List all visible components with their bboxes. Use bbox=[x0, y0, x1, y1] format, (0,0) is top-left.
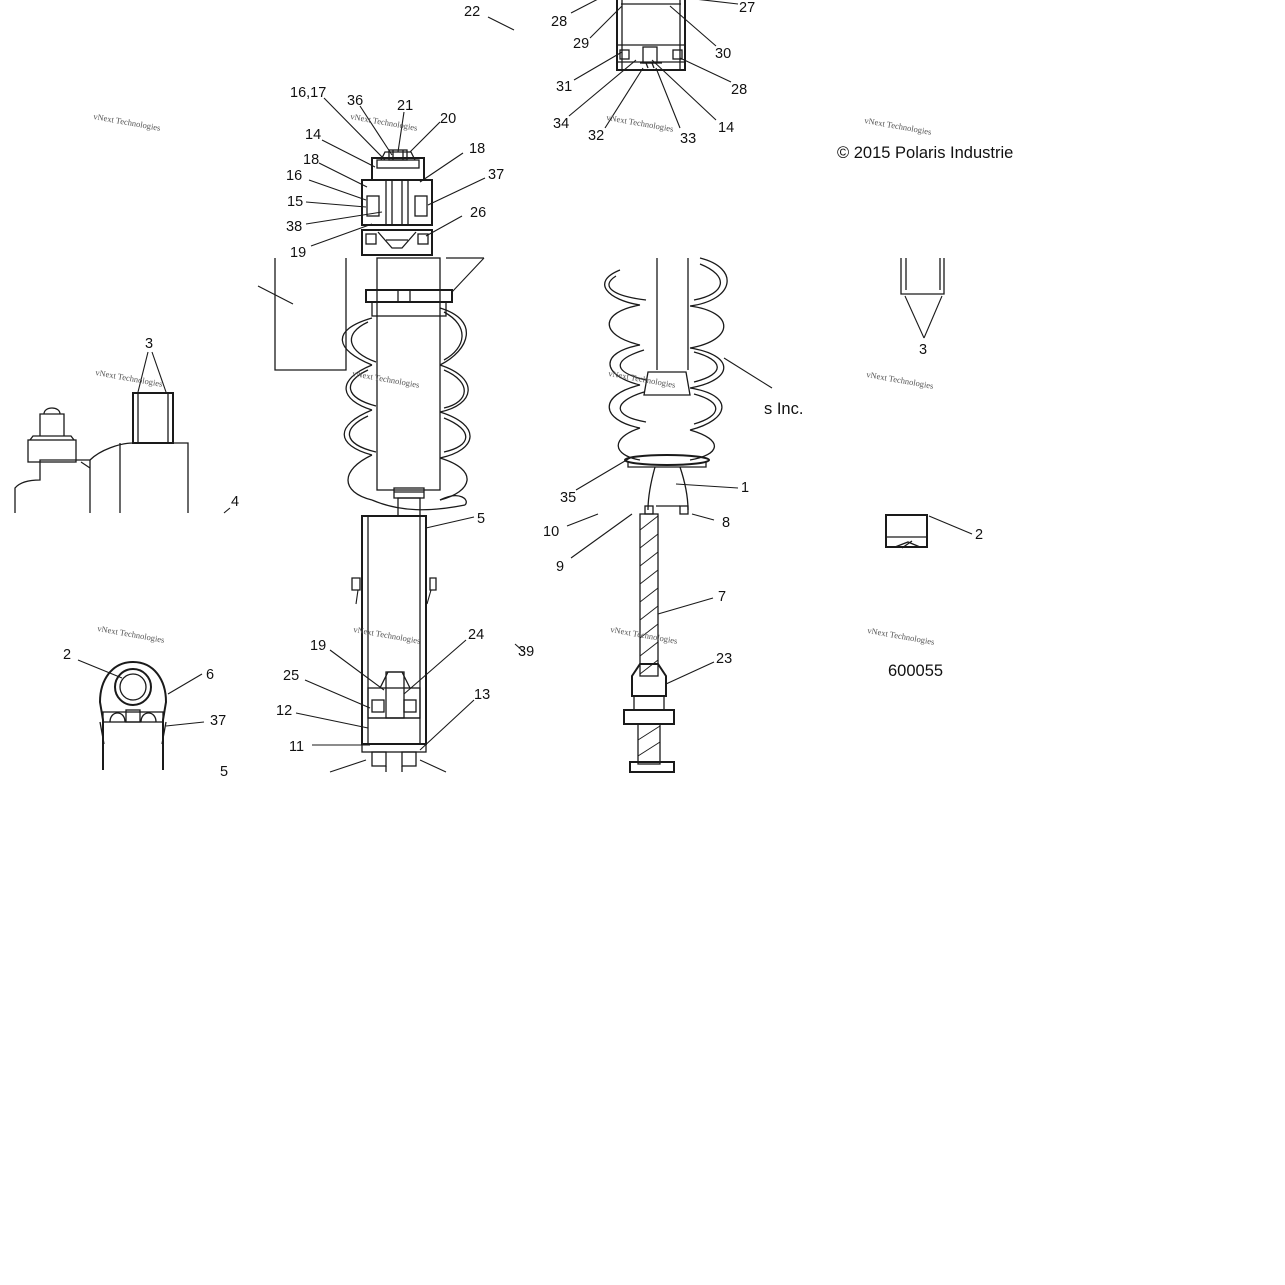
shock-mount-outline bbox=[257, 258, 347, 371]
callout-32: 32 bbox=[588, 128, 604, 144]
lower-eye-mount bbox=[98, 660, 168, 770]
callout-16: 16 bbox=[286, 168, 302, 184]
callout-24: 24 bbox=[468, 627, 484, 643]
leader-lines bbox=[77, 0, 973, 751]
callout-3: 3 bbox=[145, 336, 153, 352]
callout-14: 14 bbox=[305, 127, 321, 143]
left-shock-reservoir bbox=[14, 392, 231, 514]
watermark-text: vNext Technologies bbox=[350, 111, 419, 133]
watermark-text: vNext Technologies bbox=[606, 112, 675, 134]
callout-39: 39 bbox=[518, 644, 534, 660]
callout-10: 10 bbox=[543, 524, 559, 540]
rod-spring-exploded bbox=[604, 257, 728, 773]
callout-28: 28 bbox=[551, 14, 567, 30]
callout-13: 13 bbox=[474, 687, 490, 703]
copyright-fragment: s Inc. bbox=[764, 400, 803, 418]
callout-18: 18 bbox=[303, 152, 319, 168]
callout-26: 26 bbox=[470, 205, 486, 221]
callout-19: 19 bbox=[310, 638, 326, 654]
rod-hatching bbox=[639, 515, 659, 675]
callout-2: 2 bbox=[975, 527, 983, 543]
callout-4: 4 bbox=[231, 494, 239, 510]
callout-33: 33 bbox=[680, 131, 696, 147]
watermarks: vNext Technologies vNext Technologies vN… bbox=[93, 111, 936, 647]
callout-2: 2 bbox=[63, 647, 71, 663]
copyright-notice: © 2015 Polaris Industrie bbox=[837, 144, 1013, 162]
callout-21: 21 bbox=[397, 98, 413, 114]
watermark-text: vNext Technologies bbox=[97, 623, 166, 645]
callout-37: 37 bbox=[488, 167, 504, 183]
watermark-text: vNext Technologies bbox=[352, 368, 421, 390]
callout-38: 38 bbox=[286, 219, 302, 235]
callout-20: 20 bbox=[440, 111, 456, 127]
right-small-parts bbox=[885, 258, 945, 549]
callout-1: 1 bbox=[741, 480, 749, 496]
callout-5: 5 bbox=[220, 764, 228, 780]
watermark-text: vNext Technologies bbox=[864, 115, 933, 137]
callout-29: 29 bbox=[573, 36, 589, 52]
callout-27: 27 bbox=[739, 0, 755, 16]
callout-31: 31 bbox=[556, 79, 572, 95]
callout-8: 8 bbox=[722, 515, 730, 531]
callout-15: 15 bbox=[287, 194, 303, 210]
drawing-number: 600055 bbox=[888, 662, 943, 680]
watermark-text: vNext Technologies bbox=[93, 111, 162, 133]
callout-23: 23 bbox=[716, 651, 732, 667]
callout-labels: 22 28 29 27 30 31 28 34 32 33 14 16,17 3… bbox=[63, 0, 983, 780]
callout-25: 25 bbox=[283, 668, 299, 684]
callout-35: 35 bbox=[560, 490, 576, 506]
watermark-text: vNext Technologies bbox=[867, 625, 936, 647]
callout-22: 22 bbox=[464, 4, 480, 20]
callout-36: 36 bbox=[347, 93, 363, 109]
watermark-text: vNext Technologies bbox=[866, 369, 935, 391]
callout-18: 18 bbox=[469, 141, 485, 157]
callout-30: 30 bbox=[715, 46, 731, 62]
callout-28: 28 bbox=[731, 82, 747, 98]
callout-11: 11 bbox=[289, 739, 304, 755]
watermark-text: vNext Technologies bbox=[610, 624, 679, 646]
callout-6: 6 bbox=[206, 667, 214, 683]
reservoir-cap-assembly bbox=[616, 0, 686, 71]
callout-12: 12 bbox=[276, 703, 292, 719]
callout-9: 9 bbox=[556, 559, 564, 575]
callout-14: 14 bbox=[718, 120, 734, 136]
callout-19: 19 bbox=[290, 245, 306, 261]
callout-5: 5 bbox=[477, 511, 485, 527]
watermark-text: vNext Technologies bbox=[95, 367, 164, 389]
callout-34: 34 bbox=[553, 116, 569, 132]
callout-37: 37 bbox=[210, 713, 226, 729]
callout-7: 7 bbox=[718, 589, 726, 605]
main-shock-body bbox=[329, 257, 485, 773]
callout-3: 3 bbox=[919, 342, 927, 358]
callout-16-17: 16,17 bbox=[290, 85, 326, 101]
